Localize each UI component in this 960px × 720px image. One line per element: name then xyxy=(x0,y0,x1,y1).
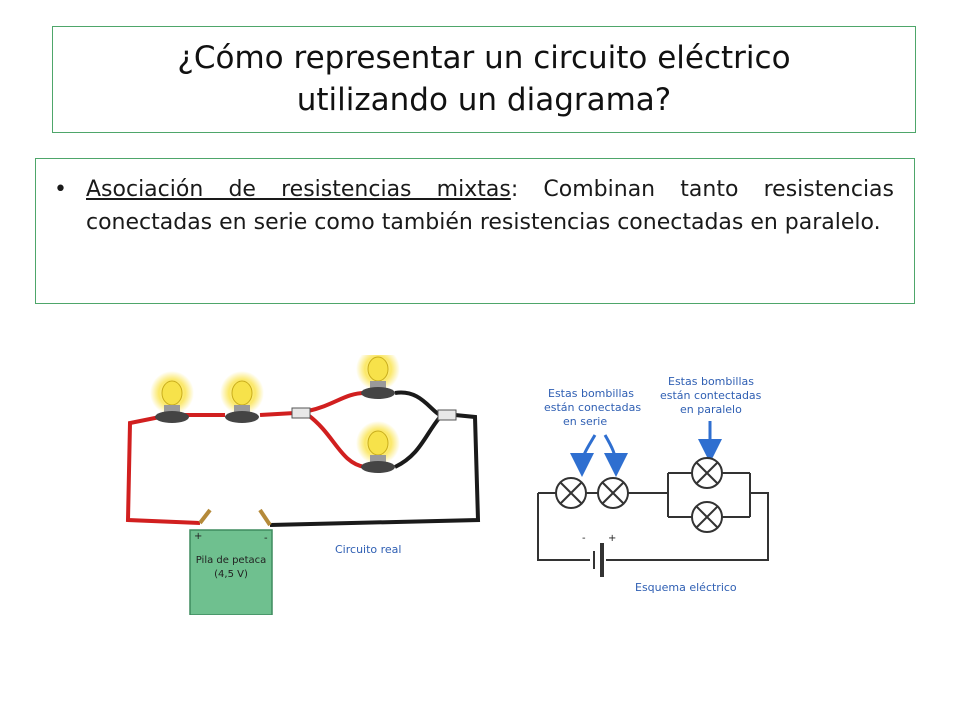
lamp-symbol-parallel-2 xyxy=(691,501,723,533)
battery-minus-label: - xyxy=(264,533,268,544)
connector-left xyxy=(291,407,311,419)
lamp-symbol-parallel-1 xyxy=(691,457,723,489)
bulb-series-2 xyxy=(220,371,264,423)
bulb-series-1 xyxy=(150,371,194,423)
schema-wire-left xyxy=(537,493,590,561)
parallel-note-line-1: Estas bombillas xyxy=(668,375,754,388)
battery: + - Pila de petaca (4,5 V) xyxy=(189,508,273,615)
schema-caption: Esquema eléctrico xyxy=(635,581,737,594)
circuit-figure: + - Pila de petaca (4,5 V) Circuito real… xyxy=(125,355,769,615)
lamp-symbol-series-1 xyxy=(555,477,587,509)
lamp-symbol-series-2 xyxy=(597,477,629,509)
red-wire-left xyxy=(125,415,201,525)
bulb-parallel-1 xyxy=(356,355,400,399)
battery-body xyxy=(189,529,273,615)
schematic: Estas bombillas están conectadas en seri… xyxy=(537,375,769,594)
bullet-text-block: Asociación de resistencias mixtas: Combi… xyxy=(86,173,894,239)
title-box: ¿Cómo representar un circuito eléctrico … xyxy=(52,26,916,133)
red-wire-to-connector xyxy=(259,411,296,417)
parallel-note-line-3: en paralelo xyxy=(680,403,742,416)
bullet-separator: : xyxy=(510,177,519,202)
real-circuit: + - Pila de petaca (4,5 V) Circuito real xyxy=(125,355,481,615)
connector-right xyxy=(437,409,457,421)
battery-plus-label: + xyxy=(194,531,202,542)
schema-wire-right xyxy=(606,492,769,561)
series-note-line-2: están conectadas xyxy=(544,401,641,414)
black-wire-lower-branch xyxy=(394,415,442,469)
battery-label-line-2: (4,5 V) xyxy=(214,569,248,580)
real-circuit-caption: Circuito real xyxy=(335,543,401,556)
parallel-note-line-2: están contectadas xyxy=(660,389,762,402)
schema-plus-label: + xyxy=(608,533,616,544)
battery-label-line-1: Pila de petaca xyxy=(196,555,267,566)
slide-title: ¿Cómo representar un circuito eléctrico … xyxy=(177,38,790,122)
series-arrow-right xyxy=(603,434,628,477)
red-wire-upper-branch xyxy=(307,391,366,413)
bullet-item: • Asociación de resistencias mixtas: Com… xyxy=(54,173,894,239)
black-wire-upper-branch xyxy=(394,390,442,417)
title-line-2: utilizando un diagrama? xyxy=(296,81,672,118)
bullet-marker: • xyxy=(54,177,67,202)
bullet-description: Combinan tanto resistencias conectadas e… xyxy=(86,177,894,235)
content-box: • Asociación de resistencias mixtas: Com… xyxy=(35,158,915,304)
series-note-line-1: Estas bombillas xyxy=(548,387,634,400)
red-wire-lower-branch xyxy=(306,413,366,469)
bulb-parallel-2 xyxy=(356,421,400,473)
series-arrow-left xyxy=(570,434,597,477)
bullet-term: Asociación de resistencias mixtas xyxy=(86,177,511,202)
schema-minus-label: - xyxy=(582,533,586,544)
series-note-line-3: en serie xyxy=(563,415,607,428)
black-wire-return xyxy=(269,413,481,527)
title-line-1: ¿Cómo representar un circuito eléctrico xyxy=(177,39,791,76)
